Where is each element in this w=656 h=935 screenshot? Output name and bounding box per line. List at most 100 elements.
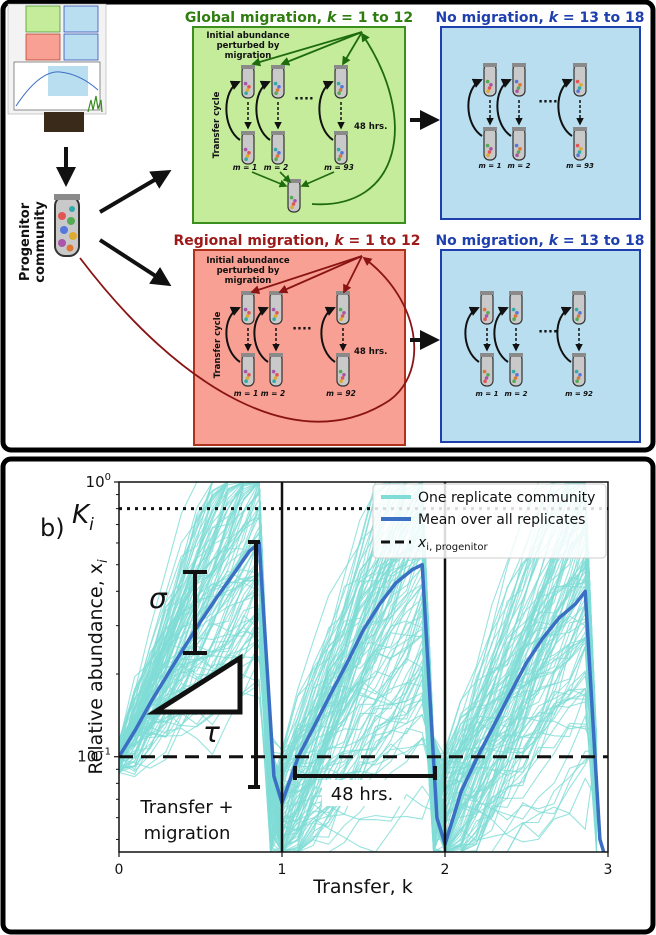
cycle-arrow	[493, 306, 509, 363]
ellipsis: ····	[538, 325, 558, 340]
svg-text:Progenitor: Progenitor	[18, 202, 33, 281]
sigma-bracket: σ	[149, 570, 207, 655]
hours-label: 48 hrs.	[354, 347, 387, 357]
tube-top	[509, 291, 523, 325]
tube-top	[271, 65, 285, 99]
replicate-series-line	[119, 612, 598, 852]
transfer-cycle-label: Transfer cycle	[213, 311, 223, 378]
cycle-arrow	[467, 78, 483, 137]
y-tick-label: 100	[86, 472, 111, 491]
no-migration-box-bottom: No migration, k = 13 to 18 ···· m = 1 m …	[435, 233, 645, 443]
sigma-label: σ	[149, 582, 168, 615]
arrow-to-global	[98, 169, 172, 214]
tube-bottom	[336, 353, 350, 387]
svg-text:community: community	[33, 201, 48, 283]
replicate-series-line	[119, 537, 598, 852]
replicate-series-line	[119, 511, 598, 852]
tube-bottom	[241, 353, 255, 387]
m-label-3: m = 93	[324, 163, 354, 172]
hours-label: 48 hrs.	[354, 122, 387, 132]
m-label-3: m = 92	[326, 389, 356, 398]
tube-top	[241, 65, 255, 99]
regional-migration-title: Regional migration, k = 1 to 12	[174, 233, 421, 249]
transfer-migration-label-line1: Transfer +	[139, 797, 233, 818]
m-label-2: m = 2	[505, 390, 528, 398]
replicate-series-line	[119, 482, 598, 796]
cycle-arrow	[225, 80, 241, 141]
mean-line	[119, 541, 606, 852]
tube-top	[572, 291, 586, 325]
hours-label: 48 hrs.	[331, 784, 394, 805]
replicate-lines	[119, 482, 598, 852]
replicate-series-line	[119, 655, 598, 852]
replicate-series-line	[119, 482, 598, 852]
y-axis-label: Relative abundance, xi	[85, 559, 111, 775]
mean-series-line	[119, 541, 606, 852]
replicate-series-line	[119, 482, 598, 852]
tube-bottom	[269, 353, 283, 387]
tube-top	[480, 291, 494, 325]
replicate-series-line	[119, 482, 598, 849]
replicate-series-line	[119, 482, 598, 852]
ellipsis: ····	[538, 95, 558, 110]
legend-progenitor-label: xi, progenitor	[417, 535, 488, 553]
y-axis: 100 10−1	[77, 472, 119, 840]
m-label-1: m = 1	[234, 389, 259, 398]
tube-top	[334, 65, 348, 99]
tube-bottom	[480, 353, 494, 387]
replicate-series-line	[119, 482, 598, 802]
tube-bottom	[271, 131, 285, 165]
replicate-series-line	[119, 569, 598, 852]
no-migration-box-top: No migration, k = 13 to 18 ···· m = 1 m …	[435, 10, 645, 220]
arrow-to-regional	[98, 238, 172, 287]
replicate-series-line	[119, 482, 598, 844]
m-label-2: m = 2	[508, 162, 531, 170]
replicate-series-line	[119, 482, 598, 823]
replicate-series-line	[119, 482, 598, 852]
replicate-series-line	[119, 482, 597, 852]
tube-bottom	[334, 131, 348, 165]
cycle-arrow	[496, 78, 512, 137]
legend-mean-label: Mean over all replicates	[418, 512, 585, 528]
regional-migration-box: Regional migration, k = 1 to 12 Initial …	[79, 233, 421, 446]
global-migration-title: Global migration, k = 1 to 12	[185, 10, 413, 26]
replicate-series-line	[119, 482, 598, 852]
tube-top	[512, 63, 526, 97]
ellipsis: ····	[292, 322, 312, 337]
tau-triangle: τ	[146, 653, 243, 749]
x-tick-label: 3	[604, 862, 613, 878]
pooled-tube	[287, 179, 301, 213]
transfer-cycle-label: Transfer cycle	[212, 91, 222, 158]
replicate-series-line	[119, 486, 598, 815]
replicate-series-line	[119, 564, 598, 852]
m-label-1: m = 1	[233, 163, 258, 172]
y-tick-label: 10−1	[77, 747, 111, 766]
tube-top	[573, 63, 587, 97]
plot-frame	[118, 481, 609, 853]
replicate-series-line	[119, 482, 598, 838]
cycle-arrow	[556, 306, 572, 363]
m-label-3: m = 92	[565, 390, 593, 398]
replicate-series-line	[119, 482, 598, 852]
legend: One replicate community Mean over all re…	[372, 483, 607, 559]
replicate-series-line	[119, 483, 598, 839]
tau-label: τ	[203, 716, 220, 749]
k-i-label: Ki	[72, 500, 94, 535]
replicate-series-line	[119, 580, 598, 852]
no-migration-title-bottom: No migration, k = 13 to 18	[435, 233, 644, 249]
tube-bottom	[573, 127, 587, 161]
transfer-migration-label-line2: migration	[144, 823, 231, 844]
replicate-series-line	[119, 488, 598, 852]
x-tick-label: 0	[115, 862, 124, 878]
ellipsis: ····	[294, 92, 314, 107]
x-axis-label: Transfer, k	[312, 876, 412, 898]
x-tick-label: 2	[441, 862, 450, 878]
cycle-arrow	[557, 78, 573, 137]
legend-replicate-label: One replicate community	[418, 490, 595, 506]
replicate-series-line	[119, 482, 598, 837]
tube-top	[483, 63, 497, 97]
replicate-series-line	[119, 482, 598, 852]
